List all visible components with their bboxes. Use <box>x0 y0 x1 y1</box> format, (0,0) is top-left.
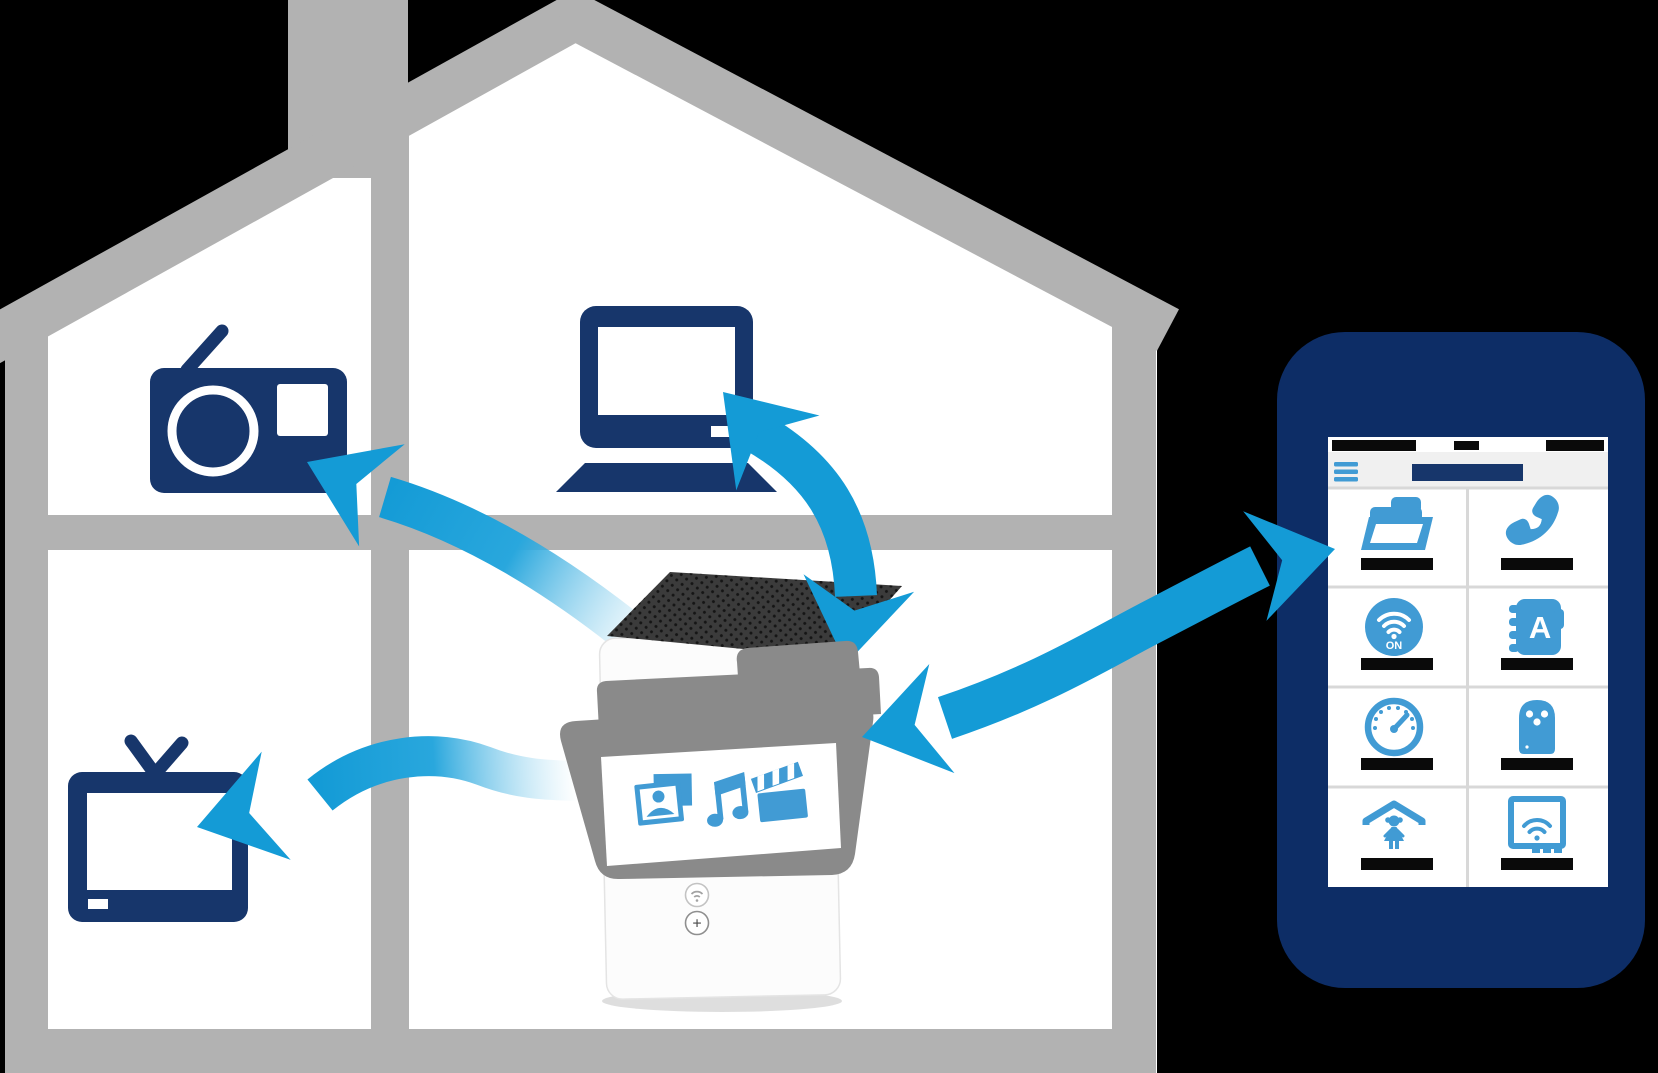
tile-label-redacted <box>1361 858 1433 870</box>
tile-power-socket[interactable] <box>1501 700 1573 770</box>
smartphone: ON A <box>1277 332 1645 988</box>
arrow-hub-to-tv <box>197 736 577 860</box>
radio-icon <box>150 324 347 493</box>
tile-label-redacted <box>1501 558 1573 570</box>
tile-home-person[interactable] <box>1361 800 1433 870</box>
phone-status-bar <box>1332 440 1604 451</box>
tile-label-redacted <box>1361 558 1433 570</box>
center-wall <box>371 130 409 1029</box>
left-wall <box>5 326 48 1073</box>
power-socket-icon <box>1519 700 1555 754</box>
tile-wifi-on[interactable]: ON <box>1361 598 1433 670</box>
phone-header <box>1328 452 1608 487</box>
tile-media-folder[interactable] <box>1361 497 1433 570</box>
arrow-hub-to-radio <box>307 444 664 667</box>
address-book-letter: A <box>1529 610 1551 645</box>
roof-right <box>552 0 1179 351</box>
arrow-hub-computer <box>723 392 915 664</box>
tile-label-redacted <box>1361 758 1433 770</box>
tile-gauge[interactable] <box>1361 697 1433 770</box>
tile-address-book[interactable]: A <box>1501 599 1573 670</box>
hamburger-icon[interactable] <box>1334 462 1358 482</box>
computer-icon <box>556 306 777 492</box>
status-bar-left <box>1332 440 1416 451</box>
router-wifi-icon <box>1508 796 1566 853</box>
tile-label-redacted <box>1501 658 1573 670</box>
hub-buttons: + <box>684 882 710 936</box>
movie-icon <box>750 761 808 823</box>
home-person-icon <box>1362 800 1426 849</box>
tv-icon <box>68 734 248 922</box>
arrow-hub-phone <box>862 511 1335 774</box>
roof-left <box>0 0 599 364</box>
tile-phone[interactable] <box>1501 491 1573 570</box>
tile-label-redacted <box>1501 758 1573 770</box>
tile-label-redacted <box>1501 858 1573 870</box>
gauge-icon <box>1364 697 1424 757</box>
music-icon <box>707 771 749 827</box>
wifi-on-label: ON <box>1386 640 1403 652</box>
right-wall <box>1112 318 1156 1073</box>
app-grid: ON A <box>1328 486 1608 887</box>
ground-floor <box>5 1029 1156 1073</box>
wifi-on-icon: ON <box>1365 598 1423 656</box>
tile-router[interactable] <box>1501 796 1573 870</box>
address-book-icon: A <box>1509 599 1564 655</box>
folder-open-icon <box>1361 497 1433 550</box>
photo-icon <box>634 773 693 826</box>
hub-plus-label: + <box>692 916 701 933</box>
status-bar-middle <box>1454 441 1479 450</box>
phone-handset-icon <box>1505 494 1559 546</box>
house <box>0 0 1179 1073</box>
phone-title-redacted <box>1412 464 1523 481</box>
floor-divider <box>48 515 1112 550</box>
hub-plus-button[interactable] <box>684 910 710 936</box>
status-bar-right <box>1546 440 1604 451</box>
hub-wifi-button[interactable] <box>684 882 710 908</box>
hub-folder <box>560 640 881 880</box>
tile-label-redacted <box>1361 658 1433 670</box>
